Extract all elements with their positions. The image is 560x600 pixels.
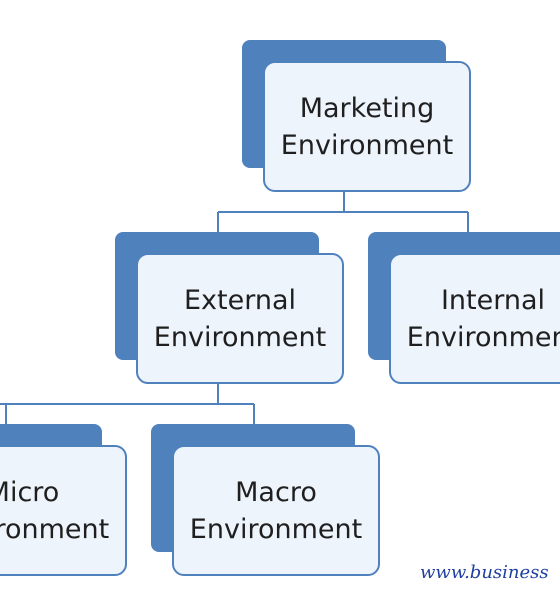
node-label-line2: Environment <box>189 513 363 545</box>
node-label-line2: Environment <box>406 321 560 353</box>
node-internal-environment: Internal Environment <box>368 232 560 386</box>
node-box: Marketing Environment <box>263 61 471 192</box>
node-external-environment: External Environment <box>115 232 347 386</box>
node-marketing-environment: Marketing Environment <box>242 40 474 194</box>
node-box: Micro Environment <box>0 445 127 576</box>
node-label-line2: Environment <box>0 513 110 545</box>
node-label-line2: Environment <box>153 321 327 353</box>
node-micro-environment: Micro Environment <box>0 424 130 578</box>
node-box: Internal Environment <box>389 253 560 384</box>
node-label-line1: Internal <box>440 284 546 316</box>
node-label-line1: Macro <box>235 476 317 508</box>
watermark-text: www.business <box>420 562 549 583</box>
node-label-line1: Marketing <box>299 92 435 124</box>
node-label-line1: Micro <box>0 476 60 508</box>
node-macro-environment: Macro Environment <box>151 424 383 578</box>
node-box: External Environment <box>136 253 344 384</box>
node-label-line2: Environment <box>280 129 454 161</box>
node-box: Macro Environment <box>172 445 380 576</box>
node-label-line1: External <box>183 284 297 316</box>
